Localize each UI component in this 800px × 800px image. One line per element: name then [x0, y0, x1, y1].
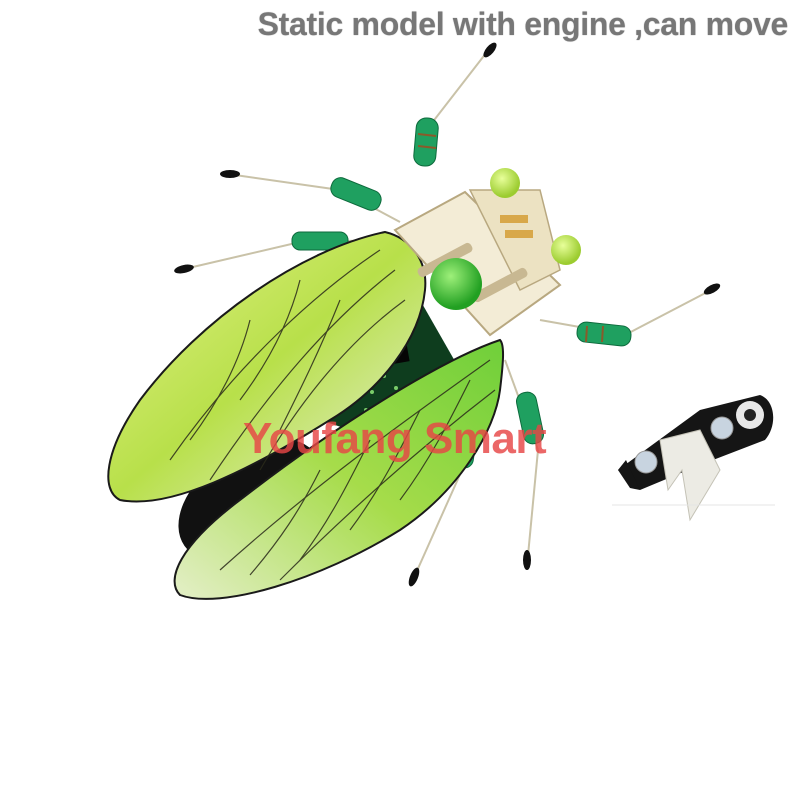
head-plate — [393, 189, 562, 337]
green-bead — [430, 258, 482, 310]
engine-module — [612, 395, 775, 522]
left-eye — [490, 168, 520, 198]
right-eye — [551, 235, 581, 265]
headline-text: Static model with engine ,can move — [257, 6, 789, 42]
watermark-text: Youfang Smart — [243, 414, 547, 463]
left-wing — [107, 230, 427, 503]
right-wing — [173, 338, 504, 600]
